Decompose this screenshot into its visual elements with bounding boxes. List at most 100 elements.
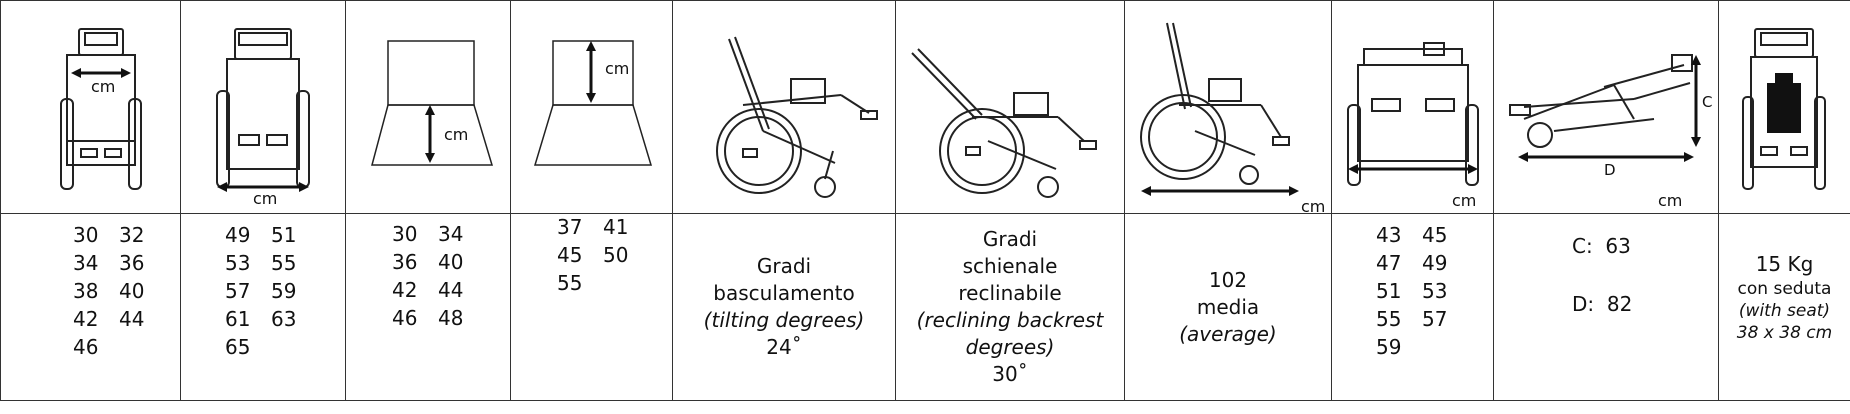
text-line: basculamento [713, 281, 855, 305]
value: 65 [225, 335, 251, 359]
figure-unit-label: cm [1452, 191, 1477, 210]
value: 34 [438, 222, 464, 246]
text-line: media [1196, 294, 1260, 319]
value: 49 [1422, 251, 1448, 275]
figure-unit-label: cm [91, 77, 116, 96]
value: 41 [603, 215, 629, 239]
value: 42 [73, 307, 99, 331]
text-line: reclinabile [958, 281, 1062, 305]
value: 63 [271, 307, 297, 331]
text-line: Gradi [756, 254, 812, 278]
value: 48 [438, 306, 464, 330]
wheelchair-side-tilt-icon [716, 36, 878, 198]
tilt-degrees-value: 24˚ [766, 335, 802, 359]
weight-text: 15 Kg con seduta (with seat) 38 x 38 cm [1719, 251, 1850, 344]
overall-width-values: 49 51 53 55 57 59 61 63 65 [225, 223, 345, 359]
backrest-height-figure-cell: cm [510, 0, 673, 214]
weight-values-cell: 15 Kg con seduta (with seat) 38 x 38 cm [1718, 213, 1850, 401]
text-line-italic: (with seat) [1738, 300, 1831, 321]
value: 45 [557, 243, 583, 267]
overall-width-2-figure-cell: cm [1331, 0, 1494, 214]
value: 55 [271, 251, 297, 275]
spec-table: cm [0, 0, 1850, 401]
text-line: schienale [962, 254, 1058, 278]
value: 30 [392, 222, 418, 246]
d-label: D: [1572, 292, 1595, 316]
d-value: 82 [1606, 292, 1633, 316]
seat-depth-values-cell: 30 34 36 40 42 44 46 48 [345, 213, 511, 401]
seat-depth-values: 30 34 36 40 42 44 46 48 [392, 222, 510, 330]
wheelchair-side-length-icon [1140, 22, 1299, 196]
seat-width-values-cell: 30 32 34 36 38 40 42 44 46 [0, 213, 181, 401]
value: 55 [1376, 307, 1402, 331]
value: 51 [271, 223, 297, 247]
text-line: Gradi [982, 227, 1038, 251]
folded-values-cell: C: 63 D: 82 [1493, 213, 1719, 401]
value: 38 [73, 279, 99, 303]
text-line-italic: 38 x 38 cm [1736, 322, 1833, 343]
value: 46 [73, 335, 99, 359]
seat-depth-figure-cell: cm [345, 0, 511, 214]
length-values-cell: 102 media (average) [1124, 213, 1332, 401]
weight-value: 15 Kg [1755, 251, 1814, 276]
wheelchair-front-icon [60, 28, 142, 190]
value: 53 [225, 251, 251, 275]
figure-c-label: C [1702, 93, 1713, 111]
value: 59 [1376, 335, 1402, 359]
wheelchair-folded-icon [1509, 54, 1701, 162]
value: 51 [1376, 279, 1402, 303]
reclining-figure-cell [895, 0, 1125, 214]
value: 36 [119, 251, 145, 275]
folded-figure-cell: D C cm [1493, 0, 1719, 214]
value: 43 [1376, 223, 1402, 247]
weight-figure-cell [1718, 0, 1850, 214]
value: 44 [119, 307, 145, 331]
text-line-italic: (reclining backrest [916, 308, 1104, 332]
text-line-italic: (tilting degrees) [703, 308, 865, 332]
value: 47 [1376, 251, 1402, 275]
wheelchair-front-wide-icon [1347, 42, 1479, 186]
value: 44 [438, 278, 464, 302]
value: 42 [392, 278, 418, 302]
value: 40 [119, 279, 145, 303]
value: 46 [392, 306, 418, 330]
value: 32 [119, 223, 145, 247]
seat-trapezoid-icon [371, 40, 494, 166]
length-figure-cell: cm [1124, 0, 1332, 216]
wheelchair-front-icon [216, 28, 310, 192]
overall-width-values-cell: 49 51 53 55 57 59 61 63 65 [180, 213, 346, 401]
folded-values: C: 63 D: 82 [1572, 234, 1718, 350]
tilting-values-cell: Gradi basculamento (tilting degrees) 24˚ [672, 213, 896, 401]
seat-width-values: 30 32 34 36 38 40 42 44 46 [73, 223, 180, 359]
figure-unit-label: cm [1301, 197, 1326, 216]
value: 30 [73, 223, 99, 247]
value: 37 [557, 215, 583, 239]
figure-unit-label: cm [605, 59, 630, 78]
reclining-values-cell: Gradi schienale reclinabile (reclining b… [895, 213, 1125, 401]
value: 59 [271, 279, 297, 303]
wheelchair-weight-icon [1742, 28, 1826, 190]
value: 55 [557, 271, 583, 295]
value: 49 [225, 223, 251, 247]
value: 34 [73, 251, 99, 275]
text-line: con seduta [1737, 278, 1832, 299]
value: 53 [1422, 279, 1448, 303]
length-value: 102 [1208, 267, 1248, 292]
value: 45 [1422, 223, 1448, 247]
value: 57 [1422, 307, 1448, 331]
figure-unit-label: cm [1658, 191, 1683, 210]
value: 61 [225, 307, 251, 331]
value: 40 [438, 250, 464, 274]
overall-width-figure-cell: cm [180, 0, 346, 214]
tilting-figure-cell [672, 0, 896, 214]
figure-unit-label: cm [253, 189, 278, 208]
value: 57 [225, 279, 251, 303]
value: 36 [392, 250, 418, 274]
overall-width-2-values-cell: 43 45 47 49 51 53 55 57 59 [1331, 213, 1494, 401]
tilting-text: Gradi basculamento (tilting degrees) 24˚ [673, 253, 895, 361]
c-value: 63 [1605, 234, 1631, 258]
wheelchair-side-recline-icon [911, 48, 1097, 198]
